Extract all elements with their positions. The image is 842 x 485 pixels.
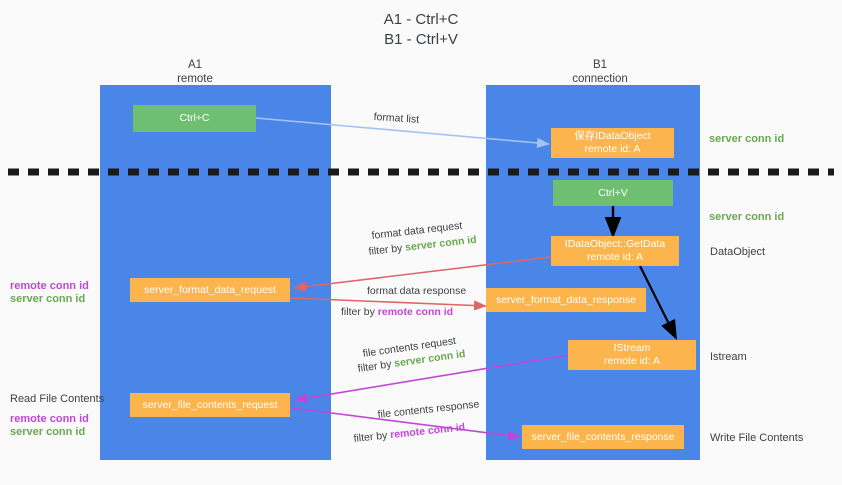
node-save-idataobject-sub: remote id: A xyxy=(584,143,641,155)
annotation-remote-conn-id-lower: remote conn id xyxy=(10,413,89,425)
node-server-format-data-request-label: server_format_data_request xyxy=(144,283,276,296)
node-save-idataobject[interactable]: 保存IDataObject remote id: A xyxy=(551,128,674,158)
filter-prefix: filter by xyxy=(353,429,391,445)
lane-header-a1: A1 remote xyxy=(130,58,260,86)
annotation-write-file-contents: Write File Contents xyxy=(710,432,804,444)
arrow-file-contents-request xyxy=(294,354,569,404)
filter-prefix: filter by xyxy=(341,306,378,318)
annotation-istream: Istream xyxy=(710,351,747,363)
title-line-1: A1 - Ctrl+C xyxy=(383,11,459,28)
edge-label-format-data-response: format data response xyxy=(367,285,467,297)
node-save-idataobject-label: 保存IDataObject xyxy=(574,130,651,142)
node-server-format-data-response[interactable]: server_format_data_response xyxy=(486,288,646,312)
annotation-server-conn-id-upper: server conn id xyxy=(10,293,86,305)
node-server-file-contents-request[interactable]: server_file_contents_request xyxy=(130,393,290,417)
node-idataobject-getdata[interactable]: IDataObject::GetData remote id: A xyxy=(551,236,679,266)
node-server-file-contents-request-label: server_file_contents_request xyxy=(142,398,278,411)
lane-b1-name: B1 xyxy=(592,59,608,71)
title-line-2: B1 - Ctrl+V xyxy=(384,31,458,48)
node-ctrl-c[interactable]: Ctrl+C xyxy=(133,105,256,132)
node-istream-sub: remote id: A xyxy=(603,355,661,367)
lane-b1-sub: connection xyxy=(572,73,628,85)
filter-value-remote-conn-id: remote conn id xyxy=(377,306,454,318)
node-ctrl-v-label: Ctrl+V xyxy=(598,186,628,199)
lane-a1-name: A1 xyxy=(187,59,203,71)
page-title: A1 - Ctrl+C B1 - Ctrl+V xyxy=(0,10,842,50)
node-istream-label: IStream xyxy=(613,342,651,354)
arrow-format-data-request xyxy=(293,256,552,292)
annotation-remote-conn-id-upper: remote conn id xyxy=(10,280,89,292)
node-ctrl-c-label: Ctrl+C xyxy=(179,112,210,124)
edge-label-format-list: format list xyxy=(373,111,420,126)
node-ctrl-v[interactable]: Ctrl+V xyxy=(553,180,673,206)
node-idataobject-getdata-sub: remote id: A xyxy=(586,251,644,263)
arrow-format-list xyxy=(255,117,550,149)
node-istream[interactable]: IStream remote id: A xyxy=(568,340,696,370)
annotation-dataobject: DataObject xyxy=(710,246,766,258)
annotation-read-file-contents: Read File Contents xyxy=(10,393,105,405)
arrow-file-contents-response xyxy=(291,407,521,441)
node-server-format-data-response-label: server_format_data_response xyxy=(495,293,637,306)
annotation-server-conn-id-top: server conn id xyxy=(709,133,785,145)
annotation-server-conn-id-mid: server conn id xyxy=(709,211,785,223)
lane-header-b1: B1 connection xyxy=(535,58,665,86)
node-server-file-contents-response-label: server_file_contents_response xyxy=(531,430,675,443)
arrow-format-data-response xyxy=(289,297,487,311)
arrow-getdata-to-istream xyxy=(639,265,677,340)
annotation-server-conn-id-lower: server conn id xyxy=(10,426,86,438)
lane-a1-sub: remote xyxy=(177,73,213,85)
node-idataobject-getdata-label: IDataObject::GetData xyxy=(564,238,666,250)
node-server-format-data-request[interactable]: server_format_data_request xyxy=(130,278,290,302)
node-server-file-contents-response[interactable]: server_file_contents_response xyxy=(522,425,684,449)
edge-label-format-data-response-filter: filter by remote conn id xyxy=(341,306,453,319)
